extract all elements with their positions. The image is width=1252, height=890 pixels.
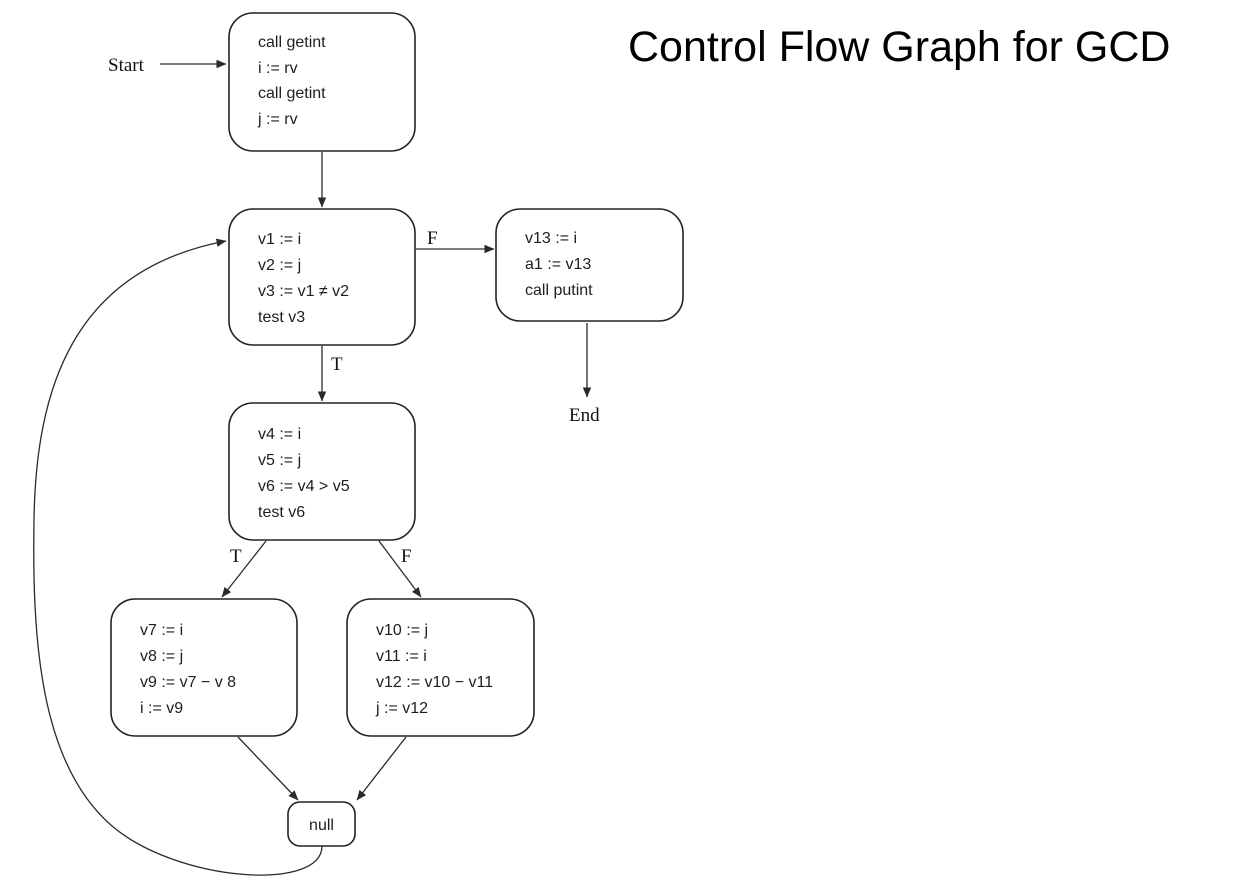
node-entry-line: j := rv (257, 111, 298, 128)
node-test1-line: v3 := v1 ≠ v2 (258, 283, 349, 300)
edge-label-test2-false: F (401, 546, 412, 567)
node-exit-line: v13 := i (525, 230, 577, 247)
node-sub-j-box (346, 598, 535, 737)
node-test2-line: test v6 (258, 504, 305, 521)
svg-text:v4 := i v5 := j v6: v4 := i v5 := j v6 := v4 > v5 test v6 (258, 426, 354, 521)
node-sub-i-line: v9 := v7 − v 8 (140, 674, 236, 691)
node-sub-j: v10 := j v11 := i v12 := v10 − v11 j := … (346, 598, 535, 737)
node-sub-i-line: v7 := i (140, 622, 183, 639)
node-test2-line: v6 := v4 > v5 (258, 478, 350, 495)
node-entry-line: call getint (258, 34, 326, 51)
node-entry-box (228, 12, 416, 152)
edge-label-test2-true: T (230, 546, 242, 567)
svg-text:v10 := j v11 := i: v10 := j v11 := i v12 := v10 − v11 j := … (375, 622, 498, 717)
node-sub-i-box (110, 598, 298, 737)
node-sub-j-line: j := v12 (375, 700, 428, 717)
node-test1: v1 := i v2 := j v3 := v1 ≠ v2 test v3 (228, 208, 416, 346)
node-join-box (287, 801, 356, 847)
svg-text:v1 := i v2 := j v3: v1 := i v2 := j v3 := v1 ≠ v2 test v3 (258, 231, 354, 326)
edges (33, 59, 592, 876)
edge-sub-i-to-join (237, 736, 299, 801)
node-join: null (287, 801, 356, 847)
node-test2-box (228, 402, 416, 541)
edge-label-test1-false: F (427, 228, 438, 249)
node-test2-line: v4 := i (258, 426, 301, 443)
node-sub-j-line: v12 := v10 − v11 (376, 674, 493, 691)
svg-text:v7 := i v8 := j v9: v7 := i v8 := j v9 := v7 − v 8 i := v9 (140, 622, 241, 717)
node-sub-i-line: i := v9 (140, 700, 183, 717)
page-title: Control Flow Graph for GCD (628, 23, 1171, 71)
node-test1-line: v1 := i (258, 231, 301, 248)
edge-sub-j-to-join (356, 736, 407, 801)
node-sub-j-line: v10 := j (376, 622, 428, 639)
node-sub-i-line: v8 := j (140, 648, 183, 665)
node-exit-line: call putint (525, 282, 593, 299)
node-test2: v4 := i v5 := j v6 := v4 > v5 test v6 (228, 402, 416, 541)
start-label: Start (108, 55, 145, 76)
node-test2-line: v5 := j (258, 452, 301, 469)
node-sub-i: v7 := i v8 := j v9 := v7 − v 8 i := v9 (110, 598, 298, 737)
edge-join-loop-back (33, 238, 323, 876)
node-test1-line: v2 := j (258, 257, 301, 274)
end-label: End (569, 405, 600, 426)
node-exit-line: a1 := v13 (525, 256, 591, 273)
edge-test2-false-to-sub-j (378, 540, 422, 598)
node-exit-box (495, 208, 684, 322)
node-test1-box (228, 208, 416, 346)
node-sub-j-line: v11 := i (376, 648, 427, 665)
edge-label-test1-true: T (331, 354, 343, 375)
node-test1-line: test v3 (258, 309, 305, 326)
svg-text:call getint i := rv: call getint i := rv call getint j := rv (257, 34, 330, 128)
node-exit: v13 := i a1 := v13 call putint (495, 208, 684, 322)
edge-test2-true-to-sub-i (221, 540, 267, 598)
node-join-label: null (309, 817, 334, 834)
node-entry: call getint i := rv call getint j := rv (228, 12, 416, 152)
svg-text:v13 := i a1 := v13: v13 := i a1 := v13 call putint (525, 230, 596, 299)
node-entry-line: i := rv (258, 60, 298, 77)
node-entry-line: call getint (258, 85, 326, 102)
